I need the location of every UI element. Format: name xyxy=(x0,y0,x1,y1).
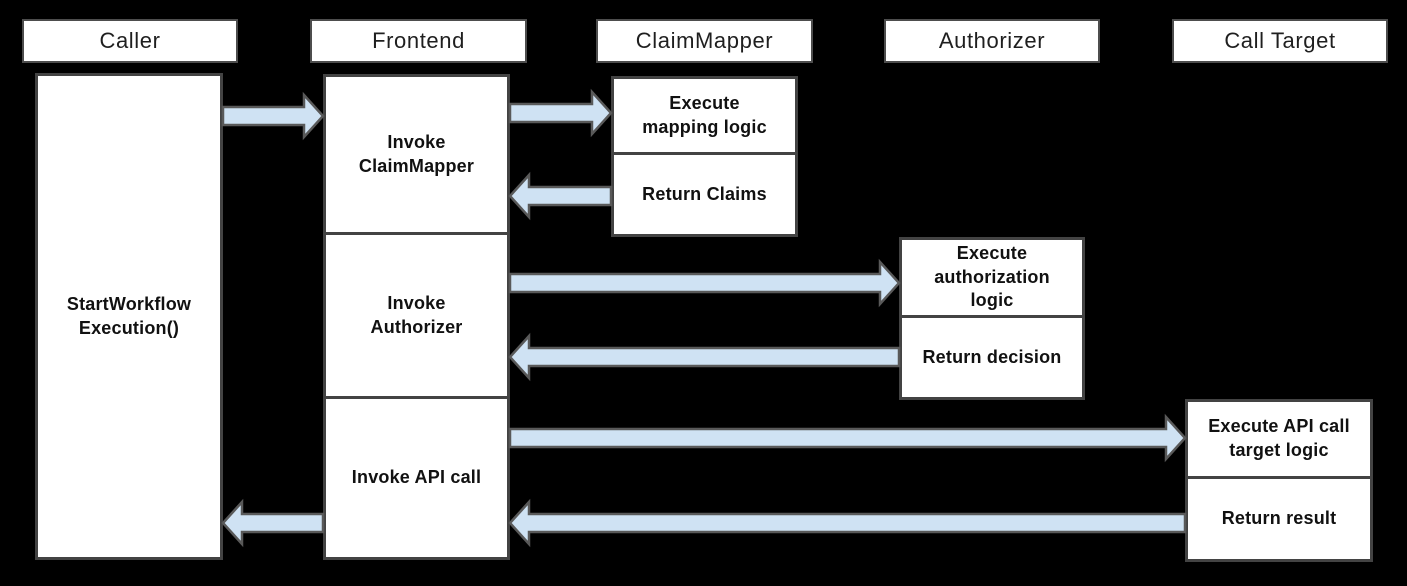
activation-return-decision: Return decision xyxy=(899,315,1085,400)
arrow-frontend-to-claimmapper xyxy=(508,88,613,138)
actor-header-authorizer: Authorizer xyxy=(884,19,1100,63)
activation-invoke-api-call: Invoke API call xyxy=(323,396,510,560)
actor-label-caller: Caller xyxy=(99,28,161,53)
activation-execute-mapping-logic: Execute mapping logic xyxy=(611,76,798,155)
actor-header-claimmapper: ClaimMapper xyxy=(596,19,813,63)
actor-label-claimmapper: ClaimMapper xyxy=(635,28,774,53)
activation-label: Invoke Authorizer xyxy=(370,292,463,337)
activation-label: Invoke API call xyxy=(351,467,482,488)
arrow-claimmapper-to-frontend xyxy=(508,171,613,221)
arrow-frontend-to-authorizer xyxy=(508,258,901,308)
activation-label: Return result xyxy=(1221,508,1337,529)
activation-invoke-claimmapper: Invoke ClaimMapper xyxy=(323,74,510,235)
activation-start-workflow-execution: StartWorkflow Execution() xyxy=(35,73,223,560)
arrow-authorizer-to-frontend xyxy=(508,332,901,382)
activation-label: Execute authorization logic xyxy=(934,242,1050,311)
arrow-caller-to-frontend xyxy=(221,91,325,141)
activation-label: Execute API call target logic xyxy=(1208,416,1350,460)
activation-label: Invoke ClaimMapper xyxy=(358,131,475,176)
activation-execute-api-call-target-logic: Execute API call target logic xyxy=(1185,399,1373,479)
arrow-call-target-to-frontend xyxy=(508,498,1187,548)
actor-label-authorizer: Authorizer xyxy=(938,28,1046,53)
actor-label-call-target: Call Target xyxy=(1224,28,1336,53)
activation-return-claims: Return Claims xyxy=(611,152,798,237)
activation-return-result: Return result xyxy=(1185,476,1373,562)
actor-label-frontend: Frontend xyxy=(372,28,465,53)
actor-header-caller: Caller xyxy=(22,19,238,63)
activation-label: Return Claims xyxy=(642,183,767,204)
activation-label: StartWorkflow Execution() xyxy=(66,293,192,338)
activation-execute-authorization-logic: Execute authorization logic xyxy=(899,237,1085,318)
actor-header-frontend: Frontend xyxy=(310,19,527,63)
arrow-frontend-to-caller xyxy=(221,498,325,548)
activation-label: Return decision xyxy=(922,346,1062,367)
arrow-frontend-to-call-target xyxy=(508,413,1187,463)
activation-label: Execute mapping logic xyxy=(642,92,767,137)
activation-invoke-authorizer: Invoke Authorizer xyxy=(323,232,510,399)
actor-header-call-target: Call Target xyxy=(1172,19,1388,63)
